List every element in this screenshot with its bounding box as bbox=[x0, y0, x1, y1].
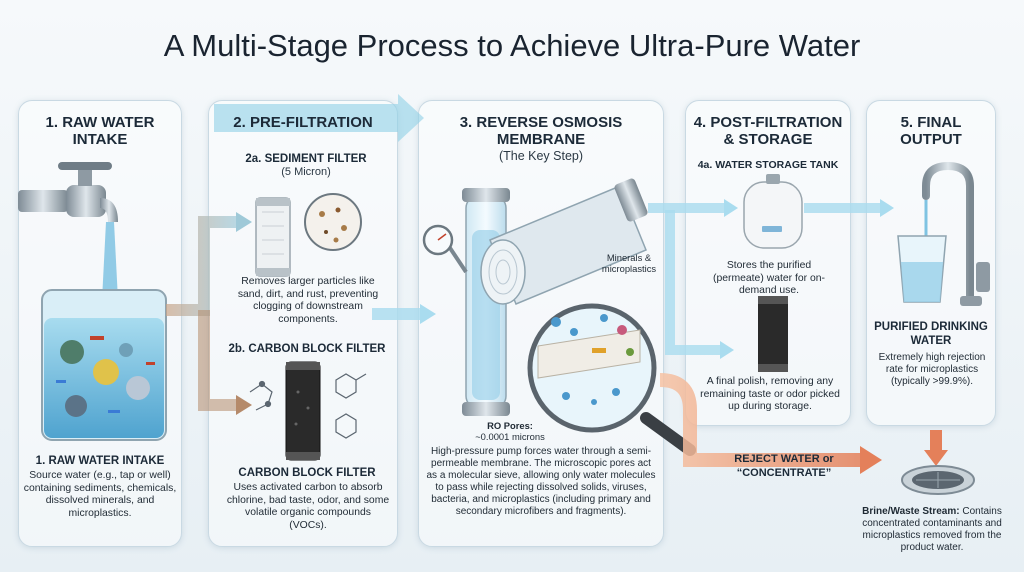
reject-flow-arrow bbox=[659, 373, 948, 474]
minerals-label: Minerals & microplastics bbox=[601, 252, 657, 274]
carbon-filter-label: CARBON BLOCK FILTER bbox=[238, 467, 376, 479]
top-flow-arrow bbox=[214, 94, 424, 142]
carbon-filter-text: Uses activated carbon to absorb chlorine… bbox=[226, 482, 390, 531]
stage1-caption-text: Source water (e.g., tap or well) contain… bbox=[23, 470, 177, 519]
tank-title: 4a. WATER STORAGE TANK bbox=[697, 159, 839, 171]
flow-to-ro bbox=[372, 304, 436, 324]
post-filter-icon bbox=[758, 296, 788, 372]
brine-text: Brine/Waste Stream: Contains concentrate… bbox=[846, 506, 1018, 554]
stage1-caption-title: 1. RAW WATER INTAKE bbox=[35, 455, 165, 467]
stage1-heading: 1. RAW WATER INTAKE bbox=[45, 114, 155, 148]
panel-pre-filtration bbox=[208, 100, 398, 547]
beaker-icon bbox=[41, 289, 167, 441]
storage-tank-icon bbox=[743, 174, 803, 249]
faucet-icon bbox=[18, 162, 118, 300]
stage4-heading: 4. POST-FILTRATION & STORAGE bbox=[693, 114, 843, 148]
sediment-filter-sub: (5 Micron) bbox=[281, 166, 331, 178]
glass-icon bbox=[897, 235, 947, 303]
sediment-filter-icon bbox=[255, 193, 362, 277]
flow-to-tank bbox=[648, 199, 738, 359]
tank-text: Stores the purified (permeate) water for… bbox=[712, 260, 826, 296]
ro-pores-title: RO Pores: bbox=[487, 420, 533, 431]
ro-pores-value: ~0.0001 microns bbox=[475, 431, 545, 442]
output-text: Extremely high rejection rate for microp… bbox=[878, 352, 986, 387]
brine-body: Contains concentrated contaminants and m… bbox=[862, 506, 1002, 553]
stage3-description: High-pressure pump forces water through … bbox=[426, 446, 656, 517]
brine-title: Brine/Waste Stream: bbox=[862, 506, 960, 517]
drain-icon bbox=[901, 465, 975, 495]
reject-label: REJECT WATER or “CONCENTRATE” bbox=[734, 453, 834, 479]
polish-text: A final polish, removing any remaining t… bbox=[700, 376, 840, 412]
flow-to-output bbox=[804, 199, 894, 217]
molecule-icon bbox=[249, 373, 367, 439]
stage5-heading: 5. FINAL OUTPUT bbox=[900, 114, 962, 148]
magnifier-icon bbox=[527, 303, 696, 456]
stage3-subheading: (The Key Step) bbox=[498, 149, 584, 163]
carbon-filter-title: 2b. CARBON BLOCK FILTER bbox=[228, 343, 386, 355]
flow-to-prefilter bbox=[166, 212, 252, 415]
carbon-filter-icon bbox=[285, 361, 321, 461]
page-title: A Multi-Stage Process to Achieve Ultra-P… bbox=[163, 28, 861, 63]
membrane-roll-icon bbox=[480, 178, 648, 305]
drinking-faucet-icon bbox=[922, 161, 990, 306]
output-title: PURIFIED DRINKING WATER bbox=[874, 321, 988, 347]
sediment-filter-title: 2a. SEDIMENT FILTER bbox=[245, 153, 367, 165]
pressure-gauge-icon bbox=[422, 224, 468, 274]
sediment-filter-text: Removes larger particles like sand, dirt… bbox=[237, 276, 379, 325]
stage3-heading: 3. REVERSE OSMOSIS MEMBRANE bbox=[459, 114, 623, 148]
stage2-heading: 2. PRE-FILTRATION bbox=[233, 114, 373, 131]
